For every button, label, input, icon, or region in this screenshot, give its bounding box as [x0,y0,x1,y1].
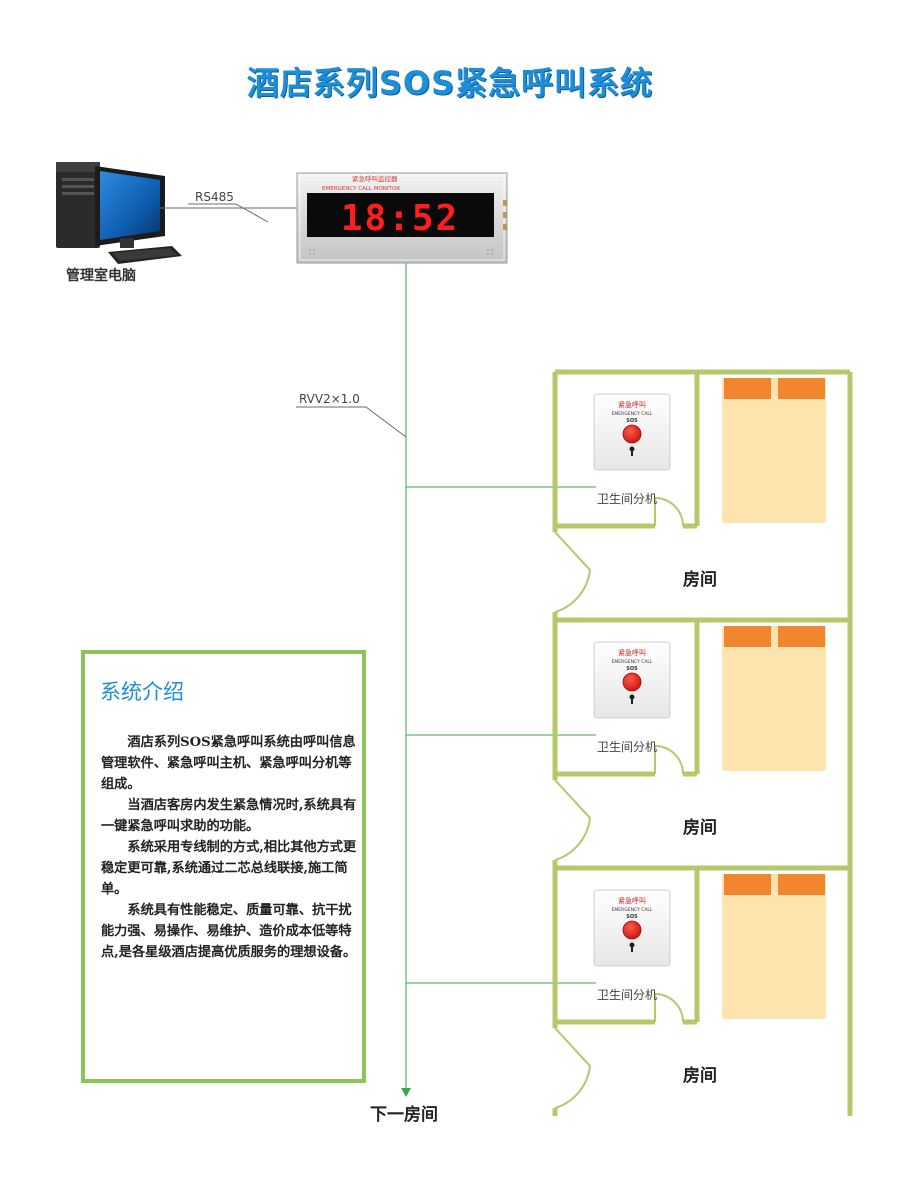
pillow-left [724,874,771,895]
system-intro-box: 系统介绍 酒店系列SOS紧急呼叫系统由呼叫信息管理软件、紧急呼叫主机、紧急呼叫分… [81,650,366,1083]
sos-red-button-icon [622,672,642,692]
sos-panel-sos: SOS [626,666,638,672]
rvv-label: RVV2×1.0 [299,392,360,406]
next-room-label: 下一房间 [370,1105,438,1125]
entrance-door-swing [554,1027,592,1109]
intro-title: 系统介绍 [100,680,184,704]
bath-label-room-2: 卫生间分机 [597,740,658,754]
keyhole-slot [631,946,633,952]
sos-panel-header: 紧急呼叫 [618,648,646,657]
bathroom-door-swing [654,496,684,527]
keyhole-icon [629,446,635,452]
bath-label-room-1: 卫生间分机 [597,492,658,506]
call-monitor-host: 紧急呼叫监控器 EMERGENCY CALL MONITOR 18:52 [296,172,508,264]
keyhole-slot [631,450,633,456]
page-title: 酒店系列SOS紧急呼叫系统 [246,64,654,102]
keyhole-icon [629,694,635,700]
bed [722,378,826,523]
pillow-left [724,626,771,647]
bed [722,874,826,1019]
intro-body: 酒店系列SOS紧急呼叫系统由呼叫信息管理软件、紧急呼叫主机、紧急呼叫分机等组成。… [101,732,363,963]
intro-paragraph: 系统具有性能稳定、质量可靠、抗干扰能力强、易操作、易维护、造价成本低等特点,是各… [101,903,357,960]
room-label-2: 房间 [683,818,717,838]
monitor-sub-text: EMERGENCY CALL MONITOR [322,186,400,192]
pillow-right [778,626,825,647]
rs485-leader-line [235,203,269,223]
room-label-3: 房间 [683,1066,717,1086]
room-label-1: 房间 [683,570,717,590]
pillow-right [778,874,825,895]
keyhole-slot [631,698,633,704]
keyhole-icon [629,942,635,948]
intro-paragraph: 酒店系列SOS紧急呼叫系统由呼叫信息管理软件、紧急呼叫主机、紧急呼叫分机等组成。 [101,735,356,792]
sos-panel-sub: EMERGENCY CALL [612,907,653,913]
pillow-left [724,378,771,399]
sos-panel-sub: EMERGENCY CALL [612,411,653,417]
sos-panel-sos: SOS [626,418,638,424]
pillow-right [778,378,825,399]
bath-label-room-3: 卫生间分机 [597,988,658,1002]
sos-panel-header: 紧急呼叫 [618,400,646,409]
sos-panel-header: 紧急呼叫 [618,896,646,905]
computer-icon [56,162,182,264]
bed [722,626,826,771]
bathroom-door-swing [654,992,684,1023]
sos-panel-sub: EMERGENCY CALL [612,659,653,665]
sos-panel-sos: SOS [626,914,638,920]
pc-label: 管理室电脑 [66,268,136,284]
sos-red-button-icon [622,424,642,444]
monitor-led-display: 18:52 [341,198,459,239]
intro-paragraph: 当酒店客房内发生紧急情况时,系统具有一键紧急呼叫求助的功能。 [101,798,357,834]
entrance-door-swing [554,779,592,861]
bathroom-door-swing [654,744,684,775]
monitor-header-text: 紧急呼叫监控器 [352,174,398,183]
rs485-label: RS485 [195,190,234,204]
rvv-leader-line [365,406,407,438]
bus-arrow-icon [401,1088,411,1097]
entrance-door-swing [554,531,592,613]
intro-paragraph: 系统采用专线制的方式,相比其他方式更稳定更可靠,系统通过二芯总线联接,施工简单。 [101,840,357,897]
sos-red-button-icon [622,920,642,940]
